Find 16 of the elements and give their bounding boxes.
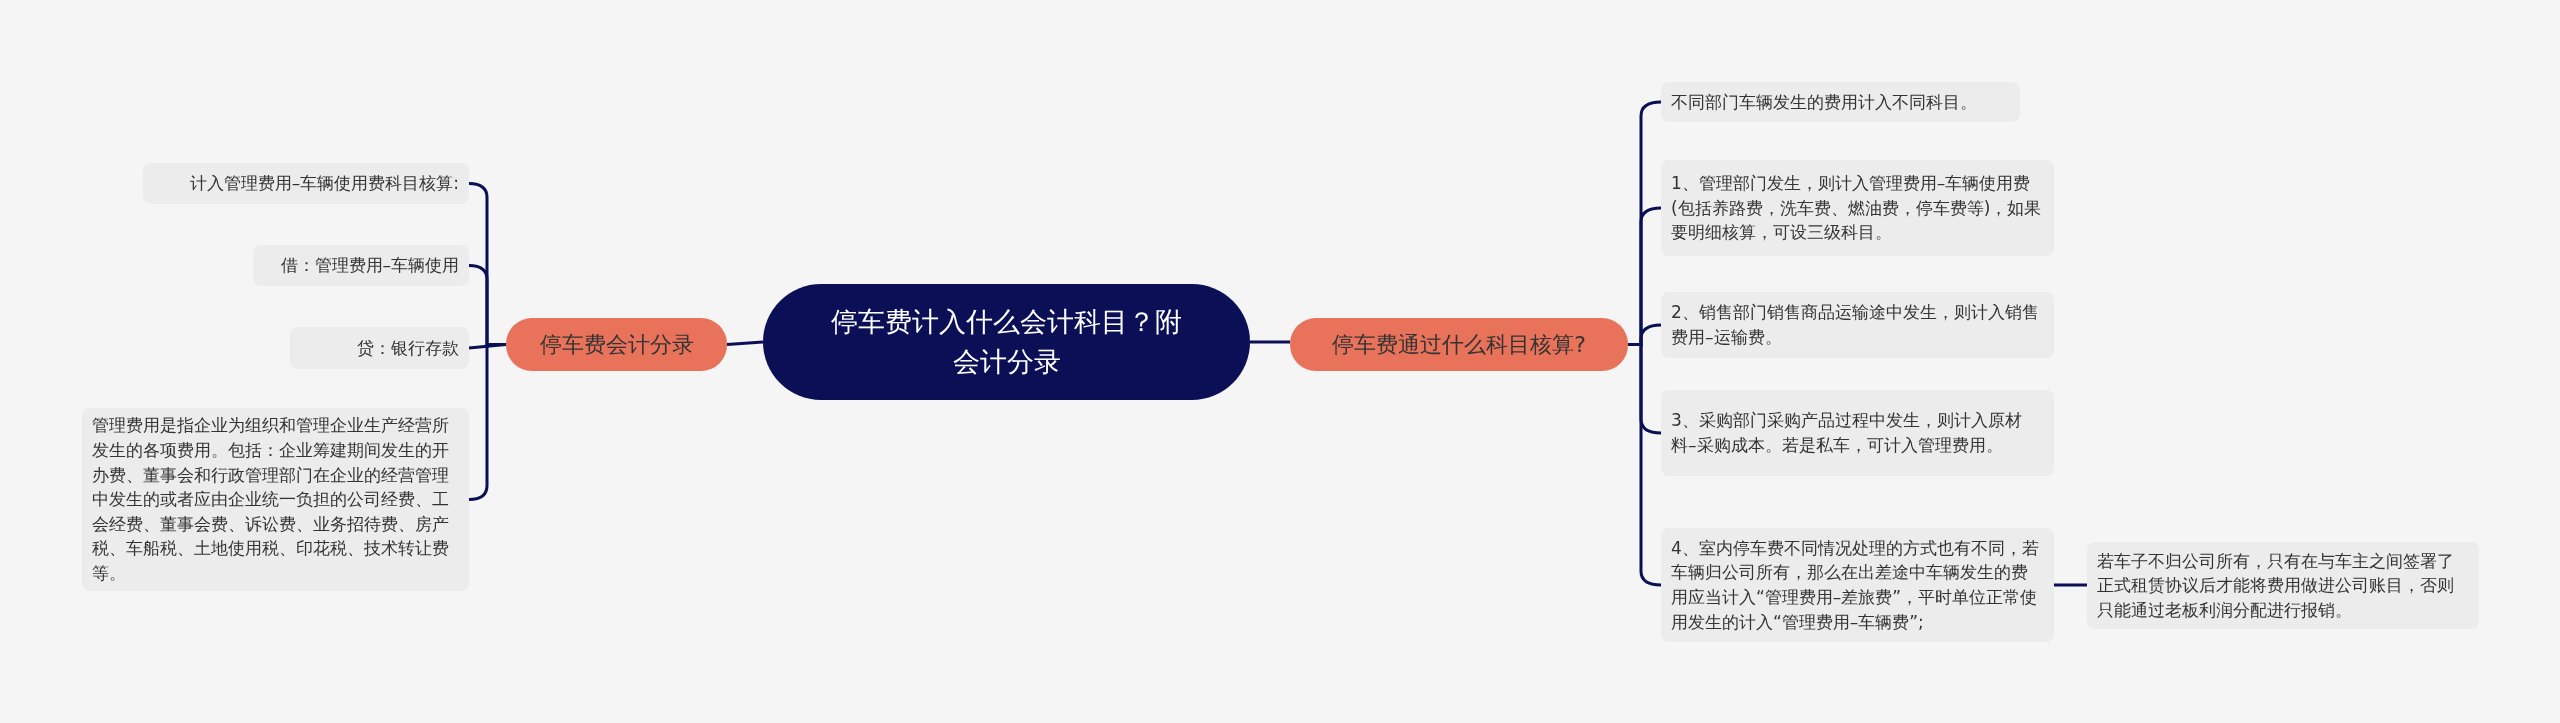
branch-box: 停车费通过什么科目核算? [1290,318,1628,371]
connector-line [2054,583,2087,587]
note-box: 计入管理费用–车辆使用费科目核算: [143,163,469,204]
topic-box: 停车费计入什么会计科目？附会计分录 [763,284,1250,400]
note-box: 3、采购部门采购产品过程中发生，则计入原材料–采购成本。若是私车，可计入管理费用。 [1661,390,2054,476]
note-box: 管理费用是指企业为组织和管理企业生产经营所发生的各项费用。包括：企业筹建期间发生的开办费、董事会和行政管理部门在企业的经营管理中发生的或者应由企业统一负担的公司经费、工会经费、董事会费、诉讼费、业务招待费、房产税、车船税、土地使用税、印花税、技术转让费等。 [82,408,469,591]
note-box: 贷：银行存款 [290,327,469,369]
note-box: 借：管理费用–车辆使用 [253,245,469,286]
branch-box: 停车费会计分录 [506,318,727,371]
note-box: 1、管理部门发生，则计入管理费用–车辆使用费(包括养路费，洗车费、燃油费，停车费等)，如果要明细核算，可设三级科目。 [1661,160,2054,256]
note-box: 4、室内停车费不同情况处理的方式也有不同，若车辆归公司所有，那么在出差途中车辆发生的费用应当计入“管理费用–差旅费”，平时单位正常使用发生的计入“管理费用–车辆费”; [1661,528,2054,642]
note-box: 不同部门车辆发生的费用计入不同科目。 [1661,82,2020,122]
note-box: 若车子不归公司所有，只有在与车主之间签署了正式租赁协议后才能将费用做进公司账目，否则只能通过老板利润分配进行报销。 [2087,542,2479,629]
note-box: 2、销售部门销售商品运输途中发生，则计入销售费用–运输费。 [1661,292,2054,358]
connector-line [1250,340,1290,344]
connector-line [726,340,764,346]
